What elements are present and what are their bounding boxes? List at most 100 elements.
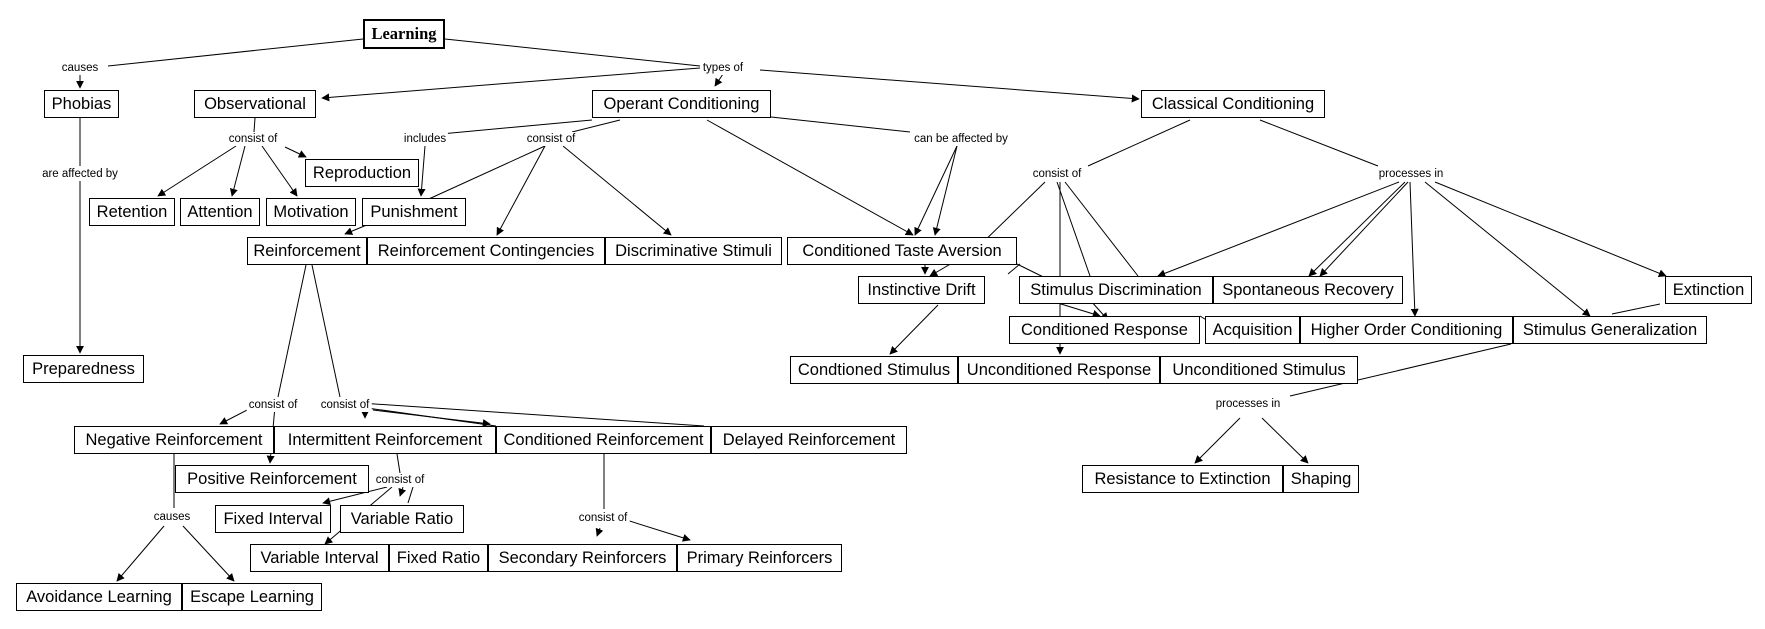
node-primary-reinforcers[interactable]: Primary Reinforcers: [677, 544, 842, 572]
node-classical-conditioning[interactable]: Classical Conditioning: [1141, 90, 1325, 118]
connector-line-61: [407, 486, 414, 504]
connector-line-5: [759, 69, 1140, 103]
connector-line-32: [1308, 181, 1406, 277]
node-reinforcement[interactable]: Reinforcement: [247, 237, 367, 265]
connector-line-2: [444, 38, 701, 67]
node-motivation[interactable]: Motivation: [266, 198, 356, 226]
node-phobias[interactable]: Phobias: [44, 90, 119, 118]
node-learning[interactable]: Learning: [363, 19, 445, 49]
node-variable-ratio[interactable]: Variable Ratio: [340, 505, 464, 533]
node-acquisition[interactable]: Acquisition: [1205, 316, 1300, 344]
node-resistance-to-extinction[interactable]: Resistance to Extinction: [1082, 465, 1283, 493]
connector-line-30: [1064, 181, 1139, 277]
connector-line-10: [229, 145, 246, 197]
node-spontaneous-recovery[interactable]: Spontaneous Recovery: [1213, 276, 1403, 304]
node-extinction[interactable]: Extinction: [1665, 276, 1752, 304]
connector-line-60: [398, 486, 407, 497]
node-observational[interactable]: Observational: [194, 90, 316, 118]
connector-line-18: [496, 145, 546, 236]
node-instinctive-drift[interactable]: Instinctive Drift: [858, 276, 985, 304]
link-label-consist-of-observational: consist of: [226, 132, 280, 146]
node-conditioned-stimulus[interactable]: Condtioned Stimulus: [790, 356, 958, 384]
connector-line-31: [1157, 181, 1400, 278]
connector-line-12: [284, 146, 307, 158]
connector-line-20: [770, 116, 911, 133]
connector-line-39: [1007, 263, 1021, 275]
node-reproduction[interactable]: Reproduction: [305, 159, 419, 187]
connector-line-42: [1611, 303, 1661, 315]
connector-line-0: [107, 38, 364, 67]
connector-line-25: [1259, 119, 1379, 167]
node-preparedness[interactable]: Preparedness: [23, 355, 144, 383]
connector-line-9: [157, 145, 237, 197]
node-conditioned-reinforcement[interactable]: Conditioned Reinforcement: [496, 426, 711, 454]
connector-line-24: [1087, 119, 1191, 167]
connector-line-21: [706, 119, 914, 236]
connector-line-16: [419, 145, 546, 204]
connector-line-58: [322, 486, 388, 506]
node-punishment[interactable]: Punishment: [362, 198, 466, 226]
connector-line-67: [595, 527, 604, 537]
connector-line-3: [321, 67, 701, 102]
node-conditioned-taste-aversion[interactable]: Conditioned Taste Aversion: [787, 237, 1017, 265]
link-label-processes-in-classical: processes in: [1376, 167, 1446, 181]
link-label-types-of: types of: [700, 61, 746, 75]
link-label-consist-of-reinforcement-2: consist of: [318, 398, 372, 412]
connector-line-13: [417, 145, 426, 197]
node-unconditioned-stimulus[interactable]: Unconditioned Stimulus: [1160, 356, 1358, 384]
link-label-consist-of-intermittent: consist of: [373, 473, 427, 487]
link-label-can-be-affected-by: can be affected by: [912, 132, 1010, 146]
connector-line-11: [261, 145, 298, 197]
connector-line-23: [932, 145, 958, 236]
link-label-are-affected-by: are affected by: [40, 167, 120, 181]
connector-line-49: [277, 264, 307, 398]
link-label-consist-of-operant: consist of: [524, 132, 578, 146]
connector-line-57: [396, 453, 401, 474]
node-unconditioned-response[interactable]: Unconditioned Response: [958, 356, 1160, 384]
link-label-consist-of-conditioned: consist of: [576, 511, 630, 525]
connector-line-29: [1056, 181, 1091, 277]
node-variable-interval[interactable]: Variable Interval: [250, 544, 389, 572]
connector-line-63: [116, 525, 165, 582]
node-delayed-reinforcement[interactable]: Delayed Reinforcement: [711, 426, 907, 454]
link-label-causes-negative: causes: [151, 510, 193, 524]
node-stimulus-generalization[interactable]: Stimulus Generalization: [1513, 316, 1707, 344]
link-label-consist-of-classical: consist of: [1030, 167, 1084, 181]
connector-line-46: [1289, 343, 1512, 397]
node-retention[interactable]: Retention: [89, 198, 175, 226]
connector-line-34: [1409, 181, 1419, 317]
node-operant-conditioning[interactable]: Operant Conditioning: [592, 90, 771, 118]
link-label-processes-in-generalization: processes in: [1213, 397, 1283, 411]
node-discriminative-stimuli[interactable]: Discriminative Stimuli: [605, 237, 782, 265]
connector-line-19: [562, 145, 672, 236]
node-stimulus-discrimination[interactable]: Stimulus Discrimination: [1019, 276, 1213, 304]
connector-line-43: [889, 304, 939, 355]
node-avoidance-learning[interactable]: Avoidance Learning: [16, 583, 182, 611]
connector-line-47: [1194, 417, 1241, 464]
node-negative-reinforcement[interactable]: Negative Reinforcement: [74, 426, 274, 454]
connector-line-33: [1319, 181, 1409, 277]
connector-line-36: [1434, 181, 1667, 277]
node-reinforcement-contingencies[interactable]: Reinforcement Contingencies: [367, 237, 605, 265]
connector-line-55: [372, 409, 491, 428]
node-conditioned-response[interactable]: Conditioned Response: [1009, 316, 1200, 344]
connector-line-35: [1424, 181, 1591, 317]
connector-line-56: [359, 402, 705, 427]
link-label-causes: causes: [59, 61, 101, 75]
connector-line-66: [619, 517, 691, 542]
node-intermittent-reinforcement[interactable]: Intermittent Reinforcement: [274, 426, 496, 454]
node-fixed-interval[interactable]: Fixed Interval: [215, 505, 331, 533]
connector-line-48: [1261, 417, 1309, 464]
node-higher-order-conditioning[interactable]: Higher Order Conditioning: [1300, 316, 1513, 344]
node-fixed-ratio[interactable]: Fixed Ratio: [389, 544, 488, 572]
node-positive-reinforcement[interactable]: Positive Reinforcement: [175, 465, 369, 493]
node-shaping[interactable]: Shaping: [1283, 465, 1359, 493]
connector-line-14: [429, 119, 593, 136]
node-escape-learning[interactable]: Escape Learning: [182, 583, 322, 611]
connector-line-8: [253, 117, 256, 133]
connector-line-22: [914, 145, 958, 236]
link-label-includes: includes: [401, 132, 449, 146]
node-secondary-reinforcers[interactable]: Secondary Reinforcers: [488, 544, 677, 572]
node-attention[interactable]: Attention: [180, 198, 260, 226]
